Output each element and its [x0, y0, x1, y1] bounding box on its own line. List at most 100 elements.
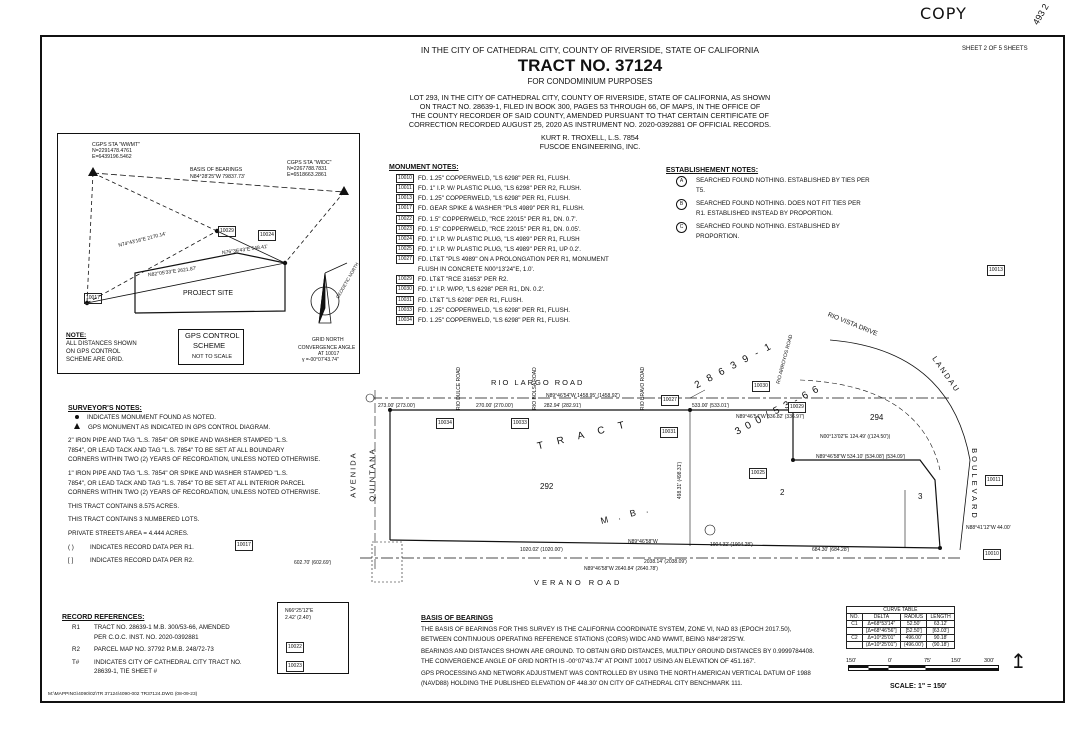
establishment-line2: PROPORTION. [696, 232, 740, 240]
scale-bar [848, 665, 999, 671]
inset-note-3: SCHEME ARE GRID. [66, 357, 124, 363]
establishment-line2: R1. ESTABLISHED INSTEAD BY PROPORTION. [696, 209, 833, 217]
monument-tag: 10013 [396, 194, 414, 204]
surveyor-name: KURT R. TROXELL, L.S. 7854 [541, 133, 639, 142]
widc-e: E=6518663.2861 [287, 172, 327, 178]
drawing-sheet [40, 35, 1065, 703]
basis-p2a: BEARINGS AND DISTANCES SHOWN ARE GROUND.… [421, 648, 815, 656]
monument-tag: 10033 [396, 305, 414, 315]
convergence-label1: CONVERGENCE ANGLE [298, 345, 356, 351]
gps-scheme-title1: GPS CONTROL [185, 331, 240, 340]
monument-text: FD. 1.5" COPPERWELD, "RCE 22015" PER R1,… [418, 215, 578, 223]
establishment-mark: A [676, 176, 687, 187]
record-line1: TRACT NO. 28639-1 M.B. 300/53-66, AMENDE… [94, 624, 230, 631]
monument-tag: 10025 [396, 244, 414, 254]
monument-text: FD. LT&T "RCE 31653" PER R2. [418, 276, 509, 284]
dist-273: 273.00' (273.00') [378, 403, 416, 409]
curve-cell [846, 627, 863, 635]
dist-2038: 2038.14' (2038.09') [644, 559, 687, 565]
inset-note-title: NOTE: [66, 332, 87, 339]
rio-largo-road: RIO LARGO ROAD [491, 378, 585, 387]
sn-lots: THIS TRACT CONTAINS 3 NUMBERED LOTS. [68, 516, 200, 524]
curve-cell: C1 [846, 620, 863, 628]
found-monument-icon [75, 415, 79, 419]
widc-n: N=2267788.7831 [287, 166, 327, 172]
record-key: R2 [72, 646, 80, 654]
curve-header-cell: DELTA [861, 613, 901, 621]
scale-t2: 75' [924, 658, 932, 664]
north-grid-label: GRID NORTH [312, 337, 344, 343]
basis-p1a: THE BASIS OF BEARINGS FOR THIS SURVEY IS… [421, 626, 792, 633]
monument-tag: 10011 [396, 184, 414, 194]
sn-r1: INDICATES RECORD DATA PER R1. [90, 543, 194, 551]
rio-dulce-road: RIO DULCE ROAD [456, 366, 463, 411]
basis-label: BASIS OF BEARINGS [190, 167, 243, 173]
gps-control-diagram [84, 167, 349, 324]
wwmt-n: N=2291478.4761 [92, 148, 132, 154]
monument-text: FLUSH IN CONCRETE N00°13'24"E, 1.0'. [418, 266, 535, 274]
gps-monument-icon [74, 422, 80, 429]
monument-tag: 10027 [396, 255, 414, 265]
inset-tag-10029: 10029 [218, 226, 236, 237]
basis-p3b: (NAVD88) HOLDING THE PUBLISHED ELEVATION… [421, 679, 743, 687]
curve-cell: [63.03'] [926, 627, 955, 635]
widc-label: CGPS STA "WIDC" [287, 160, 332, 166]
monument-tag: 10022 [396, 214, 414, 224]
dist-534: N89°46'58"W 534.10' (534.08') (534.09') [816, 454, 906, 460]
basis-p3a: GPS PROCESSING AND NETWORK ADJUSTMENT WA… [421, 670, 811, 678]
sn-p1b: 7854", OR LEAD TACK AND TAG "L.S. 7854" … [68, 446, 285, 454]
wwmt-label: CGPS STA "WWMT" [92, 142, 140, 148]
basis-bearing: N84°28'25"W 79837.73' [190, 174, 245, 180]
plan-monument-tag: 10013 [987, 265, 1005, 276]
curve-cell: Δ=68°53'14" [861, 620, 901, 628]
scale-label: SCALE: 1" = 150' [890, 683, 947, 690]
curve-cell: 63.12' [926, 620, 955, 628]
inset-note-2: ON GPS CONTROL [66, 349, 121, 355]
desc-line2: ON TRACT NO. 28639-1, FILED IN BOOK 300,… [419, 102, 761, 111]
monument-tag: 10017 [396, 204, 414, 214]
sn-n2: GPS MONUMENT AS INDICATED IN GPS CONTROL… [88, 423, 271, 431]
dist-270: 270.00' (270.00') [476, 403, 514, 409]
plan-monument-tag: 10033 [511, 418, 529, 429]
curve-cell: Δ=10°25'01" [861, 634, 901, 642]
rio-bolsa-road: RIO BOLSA ROAD [531, 367, 538, 410]
monument-text: FD. LT&T "PLS 4989" ON A PROLONGATION PE… [418, 256, 609, 264]
bearing-bottom: N89°46'58"W 2640.84' (2640.78') [584, 566, 658, 572]
monument-tag: 10010 [396, 174, 414, 183]
establishment-line1: SEARCHED FOUND NOTHING. DOES NOT FIT TIE… [696, 200, 861, 208]
header-line1: IN THE CITY OF CATHEDRAL CITY, COUNTY OF… [420, 45, 760, 55]
plan-view [360, 339, 971, 583]
record-reference: T#INDICATES CITY OF CATHEDRAL CITY TRACT… [72, 658, 242, 677]
establish-c-icon [704, 524, 716, 536]
curve-cell: (Δ=10°25'01") [861, 641, 901, 649]
gps-scheme-title2: SCHEME [193, 341, 226, 350]
avenida-label: AVENIDA [348, 451, 358, 498]
curve-cell: 496.00' [899, 634, 928, 642]
curve-cell [846, 641, 863, 649]
rio-bravo-road: RIO BRAVO ROAD [640, 366, 647, 411]
verano-road: VERANO ROAD [534, 578, 623, 587]
record-line2: 28639-1, TIE SHEET # [94, 668, 158, 676]
sheet-code: 493 2 [1030, 1, 1051, 27]
dist-533: 533.00' (533.01') [692, 403, 730, 409]
plan-monument-tag: 10030 [752, 381, 770, 392]
cgps-widc-icon [339, 186, 349, 195]
wwmt-e: E=6439196.5462 [92, 154, 132, 160]
scale-t4: 300' [984, 658, 995, 664]
curve-table-row: [Δ=68°46'56"][52.50'][63.03'] [846, 627, 955, 635]
plan-monument-tag: 10027 [661, 395, 679, 406]
